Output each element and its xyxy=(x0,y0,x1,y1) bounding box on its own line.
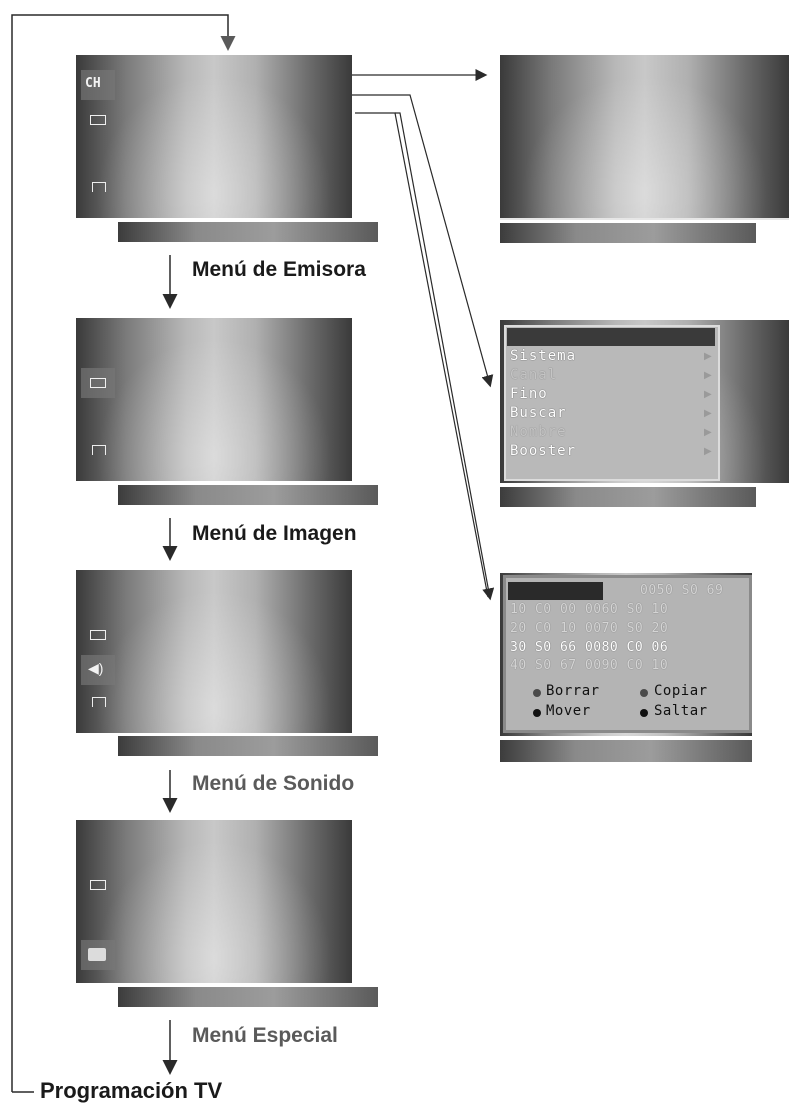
label-menu-especial: Menú Especial xyxy=(192,1024,338,1047)
submenu-arrow-icon: ▶ xyxy=(704,389,712,400)
special-icon-selected xyxy=(88,948,106,961)
label-programacion-tv: Programación TV xyxy=(40,1078,223,1103)
speaker-icon-selected: ◀) xyxy=(88,660,104,676)
command-borrar[interactable]: Borrar xyxy=(546,683,600,699)
station-menu-item-nombre[interactable]: Nombre xyxy=(510,424,567,440)
status-bar-program-table xyxy=(500,740,752,762)
tv-screen-blank xyxy=(500,55,789,218)
return-loop-line xyxy=(11,14,236,1092)
program-table-row[interactable]: 10 C0 00 0060 S0 10 xyxy=(510,602,669,617)
status-bar-station-menu xyxy=(500,487,756,507)
program-table-row[interactable]: 40 S0 67 0090 C0 10 xyxy=(510,658,669,673)
station-menu-item-sistema[interactable]: Sistema xyxy=(510,348,577,364)
station-menu-item-canal[interactable]: Canal xyxy=(510,367,558,383)
program-table-row[interactable]: 0050 S0 69 xyxy=(640,583,724,598)
blank-divider xyxy=(500,218,789,220)
submenu-arrow-icon: ▶ xyxy=(704,408,712,419)
program-table-row[interactable]: 20 C0 10 0070 S0 20 xyxy=(510,621,669,636)
command-saltar[interactable]: Saltar xyxy=(654,703,708,719)
station-menu-item-buscar[interactable]: Buscar xyxy=(510,405,567,421)
label-menu-emisora: Menú de Emisora xyxy=(192,258,366,281)
program-table-row[interactable]: 30 S0 66 0080 C0 06 xyxy=(510,640,669,655)
screen-icon xyxy=(90,115,106,125)
bullet-yellow-icon xyxy=(533,709,541,717)
ch-icon-tile xyxy=(81,70,115,100)
station-menu-item-booster[interactable]: Booster xyxy=(510,443,577,459)
bullet-red-icon xyxy=(533,689,541,697)
command-mover[interactable]: Mover xyxy=(546,703,591,719)
stand-icon xyxy=(92,182,106,192)
station-menu-item-fino[interactable]: Fino xyxy=(510,386,548,402)
label-menu-sonido: Menú de Sonido xyxy=(192,772,355,795)
ch-icon: CH xyxy=(85,76,101,91)
sonido-icon-tile xyxy=(81,655,115,685)
status-bar-emisora xyxy=(118,222,378,242)
label-menu-imagen: Menú de Imagen xyxy=(192,522,357,545)
imagen-icon-tile xyxy=(81,368,115,398)
submenu-arrow-icon: ▶ xyxy=(704,370,712,381)
submenu-arrow-icon: ▶ xyxy=(704,446,712,457)
branch-to-program-table-a xyxy=(355,112,489,598)
tv-screen-especial xyxy=(76,820,352,983)
screen-icon xyxy=(90,880,106,890)
station-menu-title-bar xyxy=(507,328,715,346)
bullet-green-icon xyxy=(640,689,648,697)
station-menu-panel xyxy=(504,325,720,481)
status-bar-blank xyxy=(500,223,756,243)
tv-screen-sonido xyxy=(76,570,352,733)
stand-icon xyxy=(92,445,106,455)
screen-icon xyxy=(90,630,106,640)
screen-icon-selected xyxy=(90,378,106,388)
submenu-arrow-icon: ▶ xyxy=(704,427,712,438)
submenu-arrow-icon: ▶ xyxy=(704,351,712,362)
stand-icon xyxy=(92,697,106,707)
status-bar-especial xyxy=(118,987,378,1007)
program-table-panel xyxy=(503,575,752,733)
tv-screen-imagen xyxy=(76,318,352,481)
command-copiar[interactable]: Copiar xyxy=(654,683,708,699)
status-bar-imagen xyxy=(118,485,378,505)
branch-to-station-menu xyxy=(352,94,494,388)
branch-to-program-table-b xyxy=(395,112,495,601)
status-bar-sonido xyxy=(118,736,378,756)
tv-screen-emisora xyxy=(76,55,352,218)
bullet-blue-icon xyxy=(640,709,648,717)
program-table-selection xyxy=(508,582,603,600)
